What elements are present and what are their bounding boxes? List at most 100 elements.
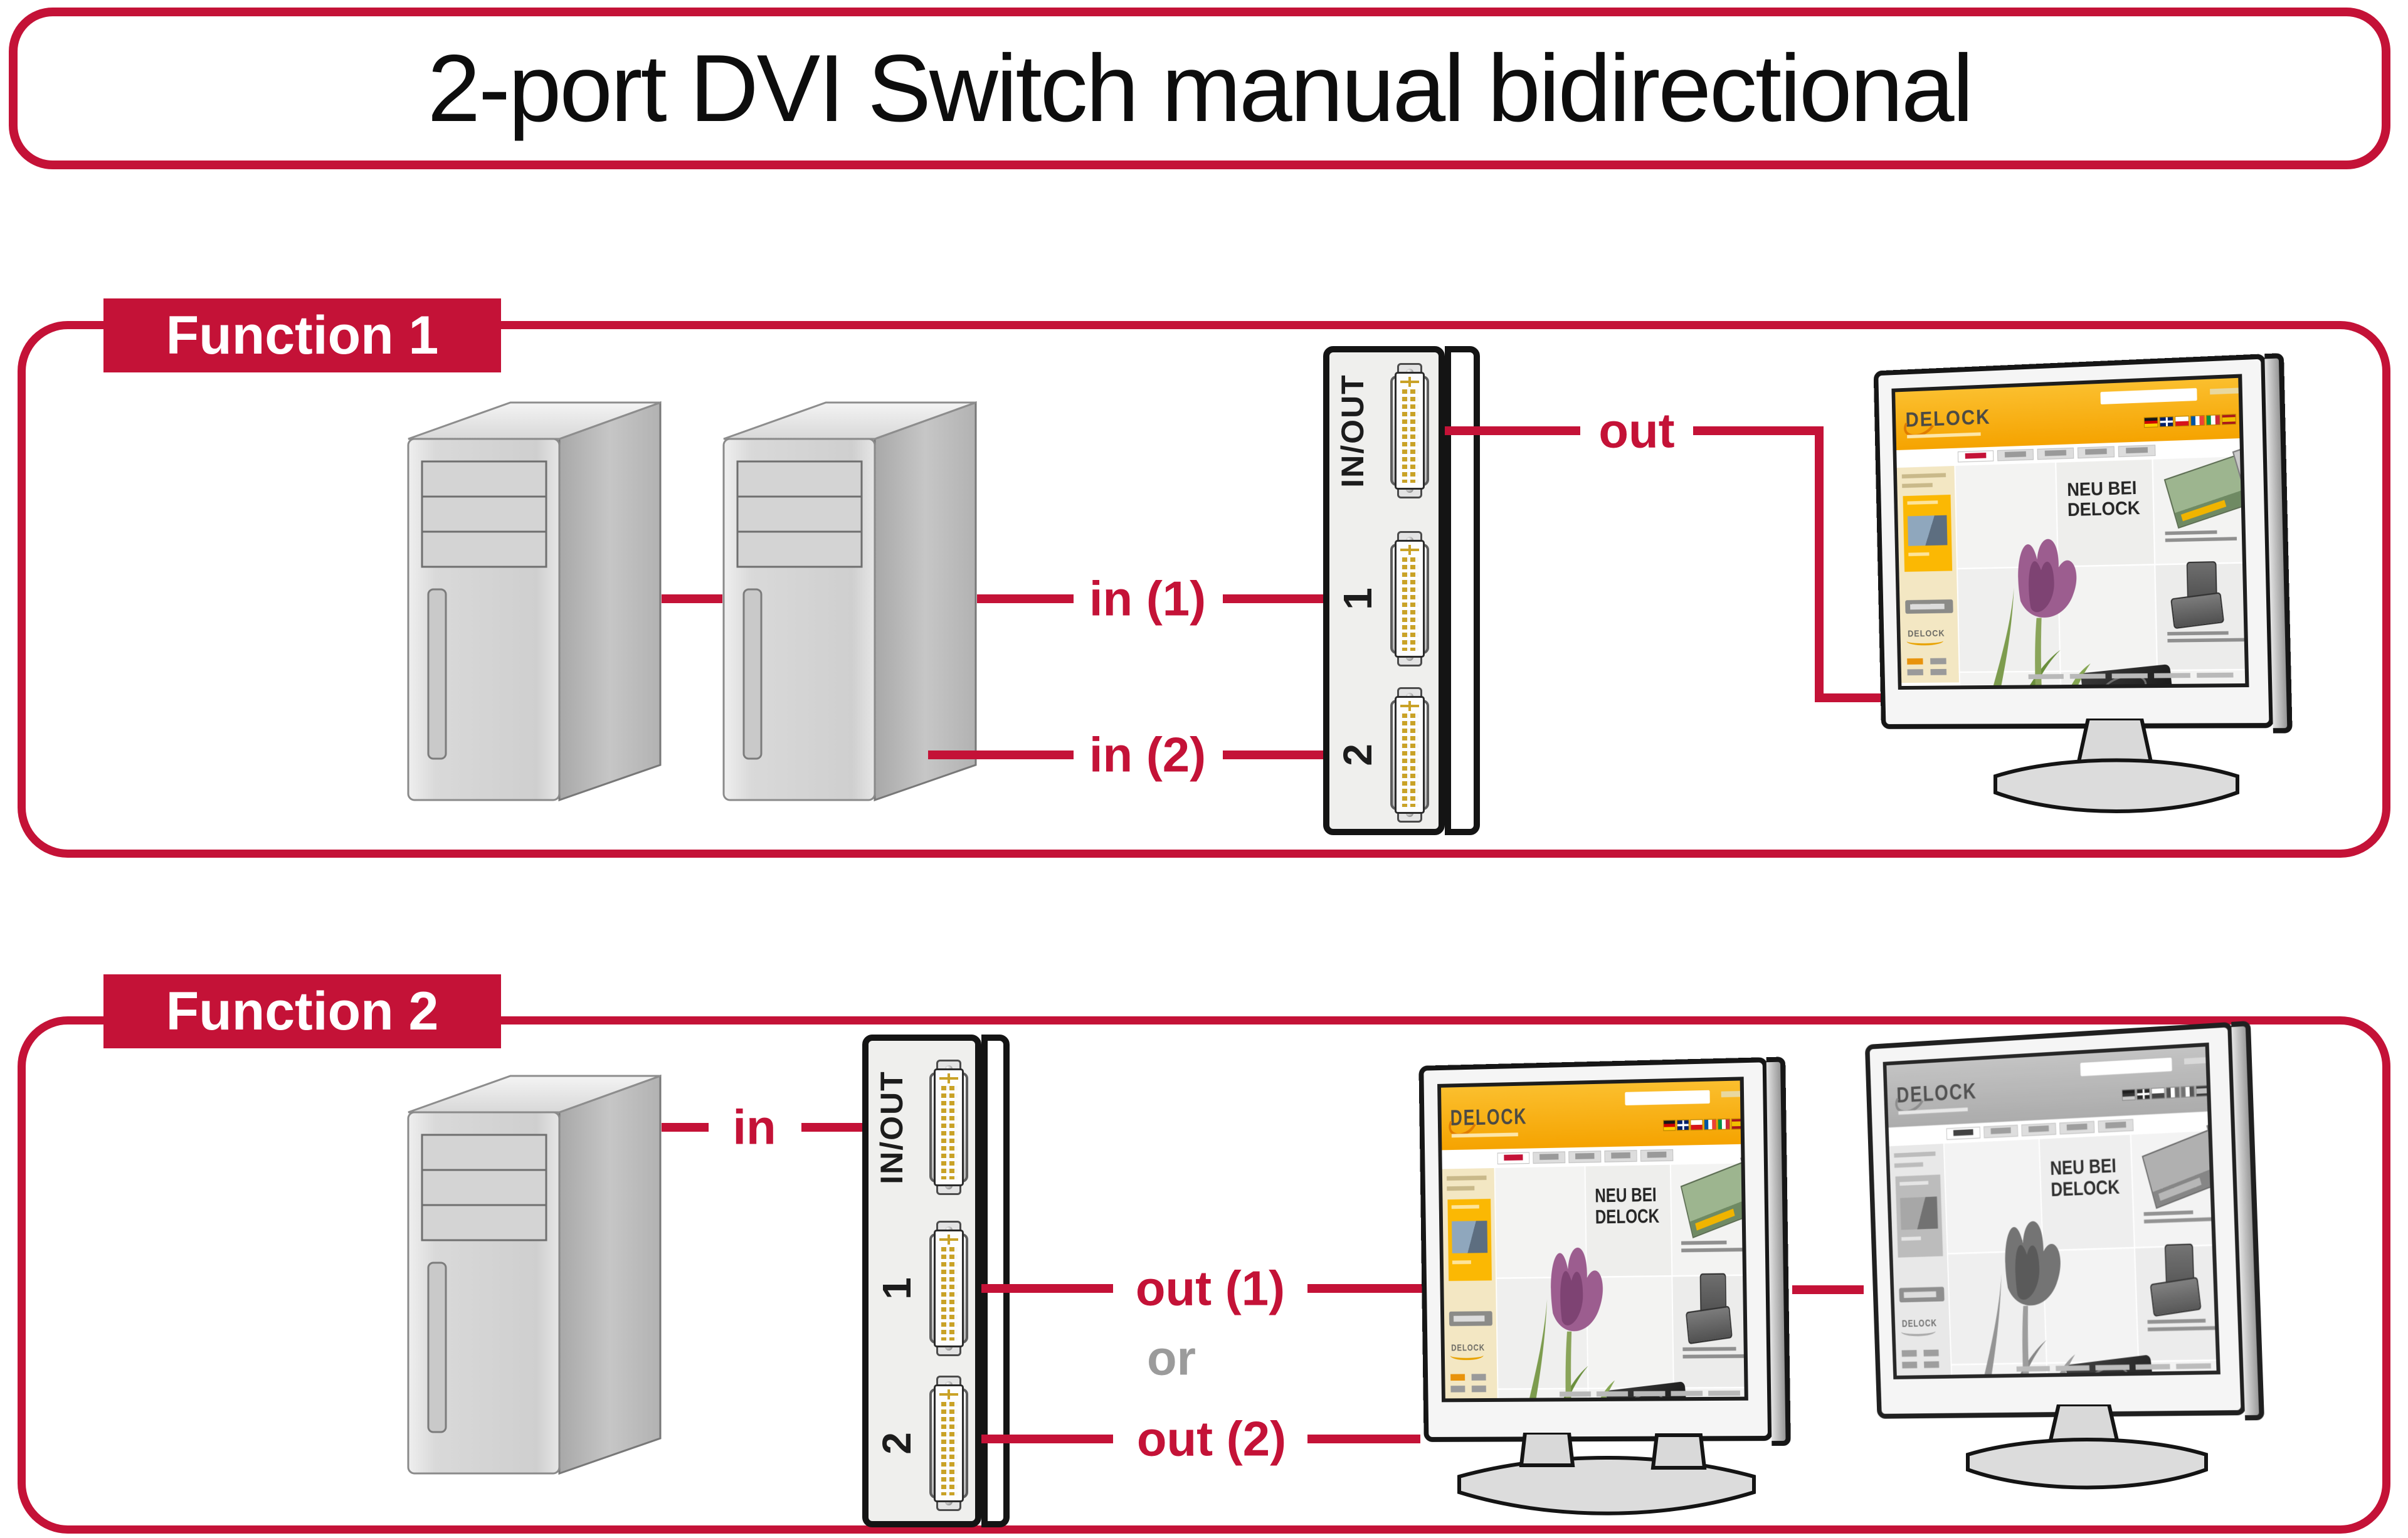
cable-in1-left [977,594,1074,603]
webpage-body: DELOCK NEU BEI DELOCK [1442,1163,1748,1400]
infothek-badge-skeleton [1899,1287,1944,1302]
flag-gb-icon [2137,1089,2150,1100]
port-1: 1 [862,1221,988,1356]
nav-tab-skeleton [1533,1151,1565,1164]
sidebar-text-skeleton [1894,1151,1935,1157]
dvi-switch-function2: IN/OUT 1 2 [862,1035,1010,1527]
header-link-skeleton [2210,387,2239,394]
monitor-stand [1982,719,2251,828]
nav-tab-skeleton [1946,1127,1981,1140]
partner-logo-skeleton [1902,1362,1917,1369]
port-inout-label: IN/OUT [1334,374,1371,487]
flag-es-icon [2222,414,2236,424]
nav-tab-skeleton [2118,445,2156,457]
monitor-side-panel [2231,1021,2264,1420]
port-inout-label: IN/OUT [874,1070,910,1184]
wire-label-out2: out (2) [1137,1411,1286,1468]
logo-swoosh [1906,636,1943,646]
infothek-badge-skeleton [1449,1311,1492,1326]
nav-tab-skeleton [1640,1149,1673,1162]
dvi-connector-icon [1390,531,1429,666]
computer-tower-3 [407,1065,662,1482]
sidebar-promo-box [1447,1199,1492,1281]
computer-tower-graphic [407,391,662,805]
cable-in-right [801,1123,862,1132]
nav-tab-skeleton [1997,449,2034,461]
partner-logo-skeleton [1472,1386,1486,1393]
wire-label-out1: out (1) [1136,1260,1285,1317]
sidebar-text-skeleton [1447,1186,1474,1191]
delock-logo: DELOCK [1905,406,1991,432]
monitor-side-panel [1766,1056,1791,1446]
cable-in1-right [1223,594,1323,603]
cable-out-left [1445,426,1580,435]
flag-gb-icon [2160,417,2173,426]
nav-tab-skeleton [2078,446,2115,459]
nav-tab-skeleton [2021,1123,2056,1137]
webpage-sidebar: DELOCK [1897,466,1960,683]
title-banner: 2-port DVI Switch manual bidirectional [9,8,2390,169]
webpage-content-grid: NEU BEI DELOCK [1955,456,2249,683]
webpage-content-grid: NEU BEI DELOCK [1495,1163,1748,1400]
flag-de-icon [2123,1090,2135,1100]
infothek-badge-skeleton [1905,599,1953,614]
nav-tab-skeleton [2037,448,2074,460]
partner-logo-skeleton [1930,658,1946,665]
delock-logo: DELOCK [1450,1105,1528,1131]
partner-logo-skeleton [1907,658,1923,665]
nav-tab-skeleton [2059,1121,2094,1135]
header-link-skeleton [1721,1091,1746,1097]
monitor-stand [1955,1404,2219,1498]
function1-label: Function 1 [103,298,501,372]
port-2-label: 2 [1334,744,1381,766]
function2-label: Function 2 [103,974,501,1048]
monitor-screen: DELOCK [1437,1077,1748,1402]
computer-tower-1 [407,391,662,808]
delock-logo: DELOCK [1896,1079,1977,1108]
nav-tab-skeleton [1983,1125,2018,1138]
caption-skeleton [1682,1347,1736,1351]
search-input-skeleton [2080,1058,2172,1077]
header-link-skeleton [2184,1057,2212,1065]
partner-logo-skeleton [1923,1349,1938,1356]
webpage-sidebar: DELOCK [1889,1144,1952,1376]
cable-in2-right [1223,751,1323,759]
webpage-sidebar: DELOCK [1442,1168,1499,1400]
partner-logo-skeleton [1902,1350,1917,1357]
partner-logo-skeleton [1930,669,1946,675]
partner-logo-skeleton [1908,669,1923,675]
port-inout: IN/OUT [862,1060,988,1195]
logo-swoosh [1901,1326,1936,1336]
port-inout: IN/OUT [1323,363,1449,498]
dvi-connector-icon [929,1376,968,1511]
webpage-body: DELOCK NEU BEI DELOCK [1889,1130,2221,1376]
flag-es-icon [2196,1086,2209,1097]
cable-in2-left [928,751,1074,759]
flag-fr-icon [1704,1120,1716,1130]
partner-logo-skeleton [1450,1374,1465,1381]
port-2: 2 [862,1376,988,1511]
webpage-header: DELOCK [1441,1080,1748,1151]
search-input-skeleton [2100,388,2197,404]
delock-webpage: DELOCK [1895,377,2249,683]
webpage-body: DELOCK NEU BEI DELOCK [1897,456,2249,683]
cable-tower1-tower2 [662,594,722,603]
port-1-label: 1 [874,1277,920,1300]
nav-tab-skeleton [2098,1119,2134,1133]
language-flags [2145,414,2236,427]
wire-label-out: out [1598,403,1674,460]
logo-tagline-bar [1452,1132,1518,1137]
cable-out-down [1815,431,1824,698]
monitor-stand [1450,1433,1763,1527]
nav-tab-skeleton [1958,450,1994,462]
footer-links-skeleton [1560,1391,1740,1397]
port-2-label: 2 [874,1432,920,1455]
wire-label-in: in [732,1099,776,1156]
sidebar-text-skeleton [1894,1162,1923,1168]
cable-out2-right [1307,1435,1420,1443]
dvi-connector-icon [929,1060,968,1195]
flag-cz-icon [2152,1088,2164,1098]
wire-label-in2: in (2) [1089,727,1206,784]
page-title: 2-port DVI Switch manual bidirectional [428,34,1972,144]
